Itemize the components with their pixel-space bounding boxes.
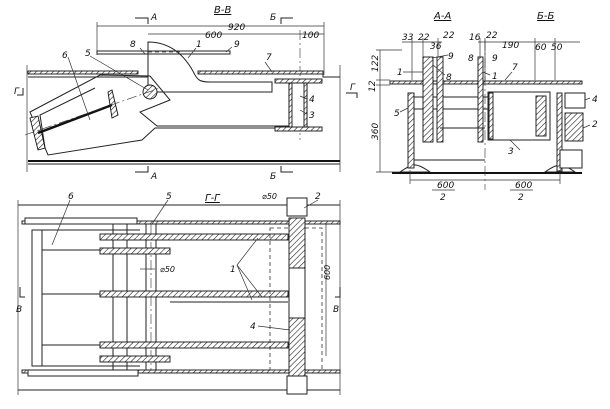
section-mark-a-bottom: А xyxy=(150,172,157,182)
dim-33: 33 xyxy=(402,33,414,43)
section-mark-b-top: Б xyxy=(270,13,276,23)
callout-8-b: 8 xyxy=(468,54,474,64)
callout-2: 2 xyxy=(315,192,321,202)
dim-50: 50 xyxy=(551,43,563,53)
dim-122: 122 xyxy=(371,55,381,72)
callout-6: 6 xyxy=(68,192,74,202)
section-arrow-v-left xyxy=(19,287,25,298)
callout-9-b: 9 xyxy=(492,54,498,64)
rods-1 xyxy=(42,233,289,363)
flange-top xyxy=(274,78,323,84)
flange-bottom xyxy=(274,126,323,132)
dim-22-c: 22 xyxy=(486,31,498,41)
section-mark-g-left: Г xyxy=(14,87,20,97)
dim-920: 920 xyxy=(228,23,245,33)
callout-4: 4 xyxy=(250,322,256,332)
dim-600-plan: 600 xyxy=(323,265,332,280)
callout-8-a: 8 xyxy=(446,73,452,83)
motor xyxy=(559,149,583,169)
callout-9-a: 9 xyxy=(448,52,454,62)
lever-plate-left xyxy=(422,56,434,143)
dim-22-b: 22 xyxy=(443,31,455,41)
rail-top xyxy=(21,220,341,225)
section-arrow-a-top xyxy=(135,17,149,24)
section-arrow-g-right xyxy=(346,92,358,98)
section-mark-g-right: Г xyxy=(350,83,356,93)
callout-5: 5 xyxy=(85,49,91,59)
lever-plate-right xyxy=(477,56,484,143)
top-plate-7 xyxy=(27,70,139,75)
callout-1: 1 xyxy=(230,265,236,275)
dim-360: 360 xyxy=(371,123,381,140)
section-view-g-g: Г-Г 600 ⌀50 xyxy=(16,192,341,395)
callouts-sections: 1 9 8 5 8 9 1 7 4 2 3 xyxy=(394,52,598,157)
dim-60: 60 xyxy=(535,43,547,53)
callout-5: 5 xyxy=(166,192,172,202)
section-views-a-a-b-b: А-А Б-Б 33 22 36 22 16 22 190 60 50 122 xyxy=(368,11,598,203)
section-mark-a-top: А xyxy=(150,13,157,23)
dim-36: 36 xyxy=(430,42,442,52)
section-mark-v-left: В xyxy=(16,305,22,315)
side-wall xyxy=(556,92,563,172)
callout-7: 7 xyxy=(266,53,272,63)
dim-22-a: 22 xyxy=(418,33,430,43)
lever-1 xyxy=(147,41,273,93)
section-arrow-b-top xyxy=(280,17,293,24)
callout-1-a: 1 xyxy=(397,68,403,78)
view-title-a-a: А-А xyxy=(433,11,451,22)
nut-2 xyxy=(286,197,308,217)
dim-16: 16 xyxy=(469,33,481,43)
dim-12: 12 xyxy=(368,80,378,92)
bucket-6 xyxy=(31,229,43,367)
dim-600-left-div: 2 xyxy=(440,193,446,203)
top-plate xyxy=(389,80,583,85)
section-arrow-a-bottom xyxy=(135,166,149,173)
gearbox-2 xyxy=(564,112,584,142)
dim-600-right: 600 xyxy=(515,181,532,191)
pin-5 xyxy=(142,84,158,100)
callout-3: 3 xyxy=(309,111,315,121)
callouts-plan: 6 5 2 1 4 xyxy=(51,192,321,332)
callout-4: 4 xyxy=(592,95,598,105)
callout-5: 5 xyxy=(394,109,400,119)
view-title-g-g: Г-Г xyxy=(205,193,221,204)
view-title-v-v: В-В xyxy=(214,5,231,16)
callout-9: 9 xyxy=(234,40,240,50)
bucket-6 xyxy=(29,74,301,156)
rail-bottom xyxy=(21,369,341,374)
section-view-v-v: В-В 920 600 100 А А Б Б Г Г xyxy=(14,5,358,182)
callout-8: 8 xyxy=(130,40,136,50)
dim-190: 190 xyxy=(502,41,519,51)
wheel-5 xyxy=(407,92,415,169)
dim-600-right-div: 2 xyxy=(518,193,524,203)
dim-shaft-dia: ⌀50 xyxy=(262,192,277,201)
section-mark-v-right: В xyxy=(333,305,339,315)
dim-600-left: 600 xyxy=(437,181,454,191)
rail-9 xyxy=(96,50,231,55)
dims-left: 122 12 360 xyxy=(368,49,402,173)
dims-bottom: 600 2 600 2 xyxy=(409,170,561,203)
dim-pin-dia: ⌀50 xyxy=(160,265,175,274)
callout-1-b: 1 xyxy=(492,72,498,82)
section-arrow-v-right xyxy=(335,287,341,298)
callout-3: 3 xyxy=(508,147,514,157)
callout-4: 4 xyxy=(309,95,315,105)
callout-7: 7 xyxy=(512,63,518,73)
callout-2: 2 xyxy=(592,120,598,130)
view-title-b-b: Б-Б xyxy=(537,11,554,22)
callout-1: 1 xyxy=(196,40,202,50)
dim-600: 600 xyxy=(205,31,222,41)
bearing-4 xyxy=(564,92,586,109)
section-mark-b-bottom: Б xyxy=(270,172,276,182)
section-arrow-g-left xyxy=(17,88,24,96)
callouts-top-view: 8 9 1 7 6 5 4 3 xyxy=(62,40,315,121)
dim-100: 100 xyxy=(302,31,319,41)
section-arrow-b-bottom xyxy=(280,166,293,173)
callout-6: 6 xyxy=(62,51,68,61)
